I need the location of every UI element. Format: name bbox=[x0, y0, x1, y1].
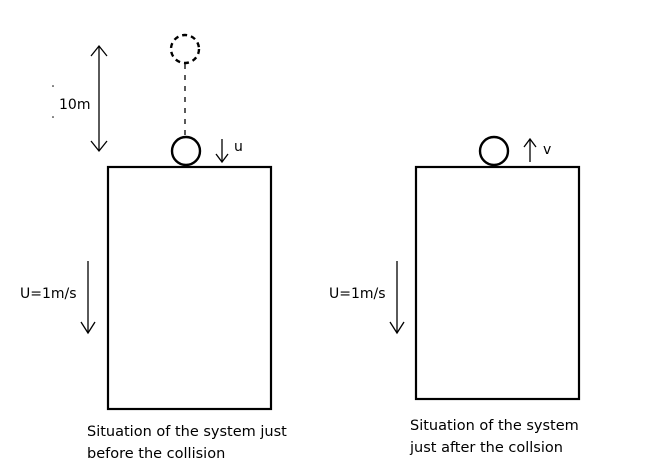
stray-dot bbox=[52, 116, 54, 118]
ball-speed-before-label: u bbox=[234, 139, 243, 155]
block-after bbox=[414, 165, 581, 401]
block-speed-after-label: U=1m/s bbox=[329, 286, 386, 302]
block-before bbox=[106, 165, 273, 411]
caption-after-line1: Situation of the system bbox=[410, 418, 579, 434]
caption-before-line1: Situation of the system just bbox=[87, 424, 287, 440]
height-label: 10m bbox=[59, 97, 90, 113]
panel-before: 10m u U=1m/s Situation of the system jus… bbox=[20, 33, 287, 462]
ball-down-arrow bbox=[215, 139, 229, 164]
block-down-arrow-before bbox=[80, 261, 96, 335]
caption-before-line2: before the collision bbox=[87, 446, 225, 462]
height-arrow bbox=[90, 44, 108, 153]
ball-before bbox=[170, 135, 202, 167]
caption-after-line2: just after the collsion bbox=[409, 440, 563, 456]
block-speed-before-label: U=1m/s bbox=[20, 286, 77, 302]
ball-after bbox=[478, 135, 510, 167]
stray-dot bbox=[52, 85, 54, 87]
ball-up-arrow bbox=[523, 137, 537, 162]
ball-speed-after-label: v bbox=[543, 142, 551, 158]
ball-initial-position bbox=[169, 33, 201, 65]
block-down-arrow-after bbox=[389, 261, 405, 335]
panel-after: v U=1m/s Situation of the system just af… bbox=[329, 135, 581, 456]
